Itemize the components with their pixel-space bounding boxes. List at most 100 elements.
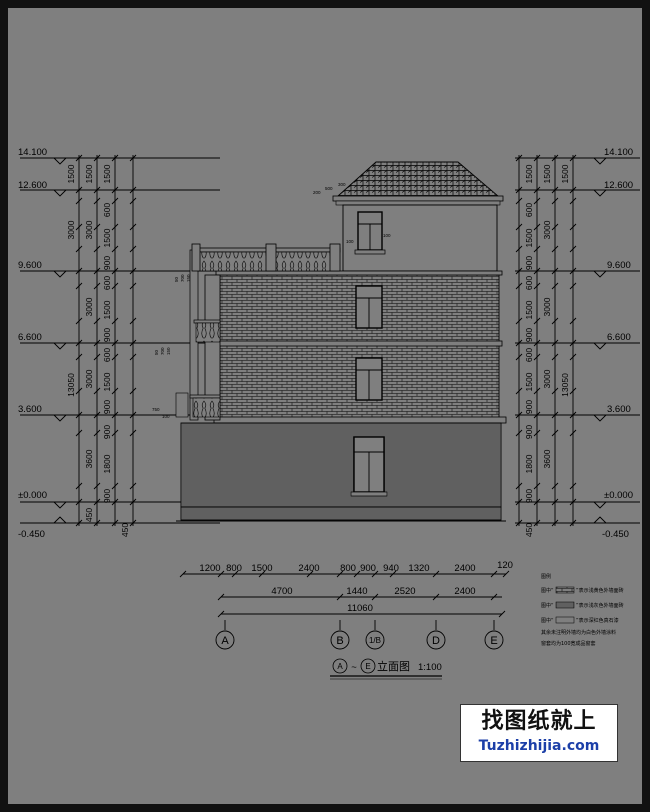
hdim-1200: 1200 [199,563,220,574]
vertical-tick [75,282,83,290]
vertical-tick [533,482,541,490]
rvdim-total-13050: 13050 [560,373,570,397]
vertical-tick [129,353,137,361]
vertical-tick [533,267,541,275]
axis-label-b: B [336,635,343,647]
vertical-tick [533,317,541,325]
rvdim-600-b: 600 [524,276,534,290]
vertical-tick [75,154,83,162]
vertical-tick [111,245,119,253]
plinth [180,506,502,521]
vertical-tick [111,223,119,231]
vertical-tick [533,154,541,162]
vertical-tick [111,429,119,437]
vertical-tick [129,245,137,253]
vertical-tick [75,387,83,395]
vertical-tick [569,186,577,194]
vertical-tick [75,317,83,325]
balcony-mid-annot-50: 50 [154,349,159,355]
legend-item3-label: 图中“ [541,617,554,624]
horizontal-tick [179,570,187,578]
vertical-tick [569,429,577,437]
axis-label-d: D [432,635,440,647]
watermark-en: Tuzhizhijia.com [478,738,600,754]
legend-item2-text: ”表示浅灰色外墙面砖 [576,602,624,609]
hdim-2400-b: 2400 [454,563,475,574]
vertical-tick [551,482,559,490]
vdim-floor-3000-b: 3000 [84,297,94,316]
vertical-tick [569,482,577,490]
vertical-tick [551,353,559,361]
vdim-inner-1800: 1800 [102,454,112,473]
legend: 图例 图中“ ”表示浅黄色外墙面砖 图中“ ”表示浅灰色外墙面砖 图中“ ”表示… [541,573,624,647]
hdim2-2520: 2520 [394,586,415,597]
hdim2-4700: 4700 [271,586,292,597]
vertical-tick [515,519,523,527]
window-ground [350,436,388,497]
rvdim-bottom-450: 450 [524,523,534,537]
rvdim-top-1500: 1500 [560,164,570,183]
vertical-tick [129,482,137,490]
vertical-tick [533,186,541,194]
hdim-total-11060: 11060 [347,603,373,614]
roof-annot-200: 200 [313,190,321,195]
vertical-tick [569,498,577,506]
vdim-total-top-1500: 1500 [66,164,76,183]
vertical-tick [533,387,541,395]
vertical-dimension-lines [78,155,574,526]
rvdim-900-a: 900 [524,256,534,270]
rvdim-600-c: 600 [524,348,534,362]
vertical-tick [129,317,137,325]
right-level-minus-0450: -0.450 [602,529,629,540]
vertical-tick [93,267,101,275]
horizontal-tick [231,570,239,578]
vertical-tick [93,317,101,325]
horizontal-tick [432,593,440,601]
left-level-3600: 3.600 [18,404,42,415]
horizontal-dims-row1: 1200 800 1500 2400 800 900 940 1320 2400… [199,560,513,574]
vertical-tick [533,429,541,437]
right-level-0000: ±0.000 [604,490,633,501]
vertical-tick [515,197,523,205]
hdim-1320: 1320 [408,563,429,574]
axis-markers: A B 1/B D E [215,630,504,650]
right-level-9600: 9.600 [607,260,631,271]
rvdim-600-a: 600 [524,203,534,217]
vertical-tick [75,411,83,419]
balcony-lower [175,392,221,418]
vertical-tick [75,482,83,490]
horizontal-tick [217,610,225,618]
vertical-tick [93,353,101,361]
vertical-tick [515,282,523,290]
hdim-940: 940 [383,563,399,574]
vertical-tick [93,482,101,490]
vertical-tick [569,317,577,325]
left-level-minus-0450: -0.450 [18,529,45,540]
horizontal-tick [217,570,225,578]
rvdim-floor-3000-c: 3000 [542,369,552,388]
horizontal-tick [371,570,379,578]
legend-item1-label: 图中“ [541,587,554,594]
vertical-tick [111,353,119,361]
vertical-tick [111,498,119,506]
vertical-tick [515,429,523,437]
rvdim-900-c: 900 [524,400,534,414]
vertical-tick [93,245,101,253]
roof-annot-300: 300 [338,182,346,187]
vdim-floor-3600: 3600 [84,449,94,468]
vertical-tick [129,498,137,506]
vertical-tick [533,498,541,506]
vertical-tick [111,282,119,290]
vertical-tick [515,387,523,395]
vdim-inner-600-b: 600 [102,276,112,290]
vdim-floor4-3000: 3000 [66,220,76,239]
horizontal-dimension-lines [183,573,506,630]
vertical-tick [129,339,137,347]
rvdim-floor-1500: 1500 [542,164,552,183]
vdim-inner-600-a: 600 [102,203,112,217]
rvdim-900-e: 900 [524,489,534,503]
vertical-tick [129,197,137,205]
balcony-top-annot-150: 150 [186,274,191,282]
vertical-tick [569,353,577,361]
axis-label-1b: 1/B [369,636,381,645]
